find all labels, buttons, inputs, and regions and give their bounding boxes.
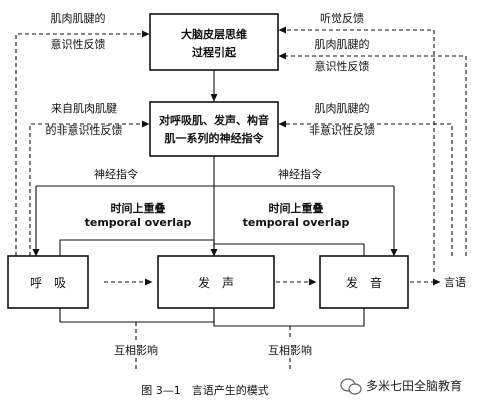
- phonation-label: 发 声: [198, 275, 234, 290]
- right-mid-label-line1: 肌肉肌腱的: [315, 101, 370, 115]
- wechat-icon: [340, 378, 362, 395]
- figure-caption: 图 3—1 言语产生的模式: [141, 383, 269, 397]
- left-mid-label-line1: 来自肌肉肌腱: [51, 102, 117, 115]
- breathing-box: [7, 255, 89, 309]
- articulation-box: [319, 255, 409, 309]
- middle-box-line2: 肌一系列的神经指令: [164, 131, 265, 145]
- speech-output-label: 言语: [444, 276, 466, 289]
- left-mid-label-line2: 的非意识性反馈: [46, 123, 123, 137]
- watermark-text: 多米七田全脑教育: [366, 378, 462, 393]
- overlap-left-line1: 时间上重叠: [111, 201, 166, 215]
- top-box-line2: 过程引起: [192, 45, 237, 59]
- middle-box: [149, 101, 279, 157]
- breathing-label: 呼 吸: [30, 276, 66, 290]
- auditory-feedback-path: [278, 26, 435, 272]
- top-box-line1: 大脑皮层思维: [181, 27, 247, 41]
- overlap-bracket-right: [213, 243, 365, 256]
- right-conscious-feedback-path: [278, 52, 467, 256]
- articulation-label: 发 音: [346, 275, 382, 290]
- interaction-label-left: 互相影响: [114, 344, 158, 357]
- right-top-label1: 听觉反馈: [320, 12, 364, 25]
- right-top-label2-line1: 肌肉肌腱的: [315, 37, 370, 51]
- phonation-box: [157, 255, 275, 309]
- top-box: [149, 13, 279, 71]
- right-top-label2-line2: 意识性反馈: [315, 59, 370, 73]
- overlap-right-line1: 时间上重叠: [269, 201, 324, 215]
- nerve-label-left: 神经指令: [94, 167, 138, 181]
- right-mid-feedback-path: [278, 120, 453, 256]
- left-top-label-line1: 肌肉肌腱的: [51, 11, 106, 25]
- left-mid-feedback-path: [29, 120, 150, 256]
- overlap-bracket-left: [59, 239, 215, 256]
- right-mid-label-line2: 非意识性反馈: [309, 123, 375, 137]
- overlap-right-line2: temporal overlap: [243, 216, 350, 229]
- interaction-bracket-right: [213, 308, 365, 327]
- nerve-label-right: 神经指令: [278, 167, 322, 181]
- left-top-feedback-path: [15, 30, 150, 256]
- left-top-label-line2: 意识性反馈: [51, 37, 106, 51]
- interaction-bracket-left: [59, 308, 215, 323]
- overlap-left-line2: temporal overlap: [85, 216, 192, 229]
- middle-box-line1: 对呼吸肌、发声、构音: [159, 113, 269, 127]
- interaction-label-right: 互相影响: [268, 344, 312, 357]
